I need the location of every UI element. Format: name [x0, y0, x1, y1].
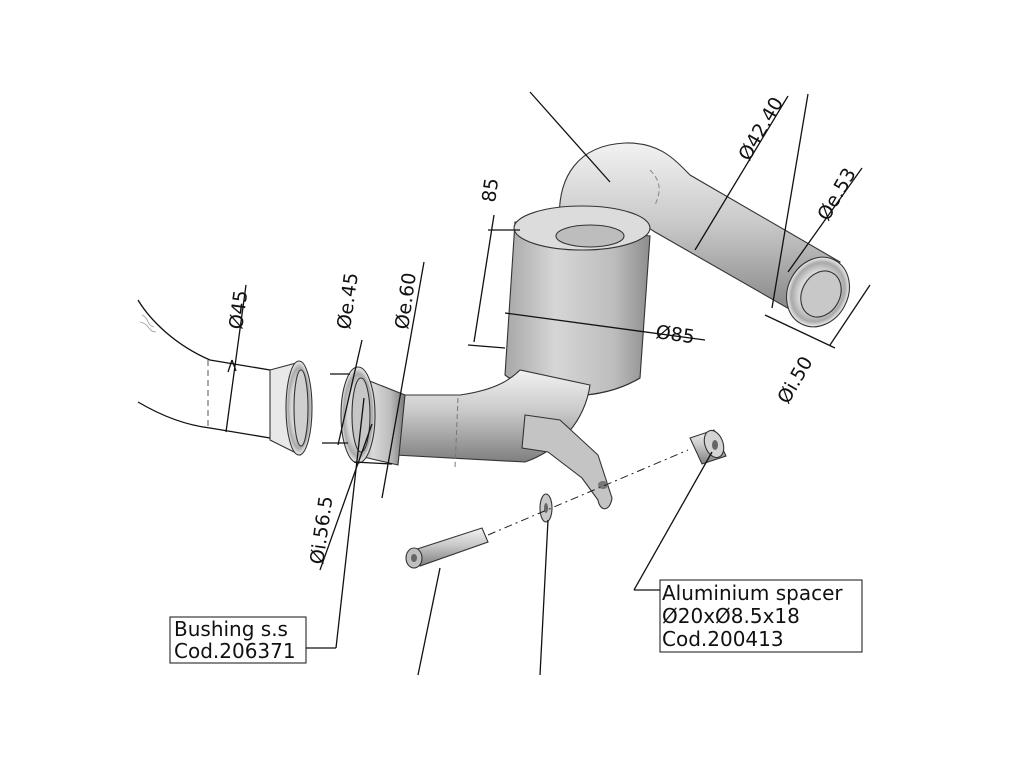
dim-d45: Ø45 [225, 289, 252, 331]
bolt-axis-line [487, 449, 689, 536]
spacer-callout: Aluminium spacer Ø20xØ8.5x18 Cod.200413 [659, 579, 863, 653]
mounting-bracket [521, 414, 613, 510]
dim-h85: 85 [478, 177, 503, 204]
dim-de60: Øe.60 [391, 271, 421, 330]
pipe-bell-end [269, 360, 313, 456]
dimension-lines [225, 91, 871, 676]
bushing-name: Bushing s.s [174, 617, 288, 641]
washer [539, 493, 553, 523]
aluminium-spacer [689, 429, 727, 465]
bolt [405, 527, 489, 569]
bushing-callout: Bushing s.s Cod.206371 [169, 616, 307, 664]
dim-di50: Øi.50 [773, 353, 817, 408]
dim-de53: Øe.53 [813, 164, 860, 224]
spacer-code: Cod.200413 [662, 627, 784, 651]
dim-de45: Øe.45 [333, 271, 363, 330]
dim-d85: Ø85 [654, 321, 696, 348]
dim-d4240: Ø42.40 [734, 93, 788, 164]
catalyst-canister [504, 205, 651, 397]
existing-pipe [137, 299, 283, 441]
bushing-code: Cod.206371 [174, 639, 296, 663]
spacer-size: Ø20xØ8.5x18 [662, 604, 800, 628]
dim-di565: Øi.56.5 [306, 495, 337, 566]
spacer-name: Aluminium spacer [662, 581, 843, 605]
